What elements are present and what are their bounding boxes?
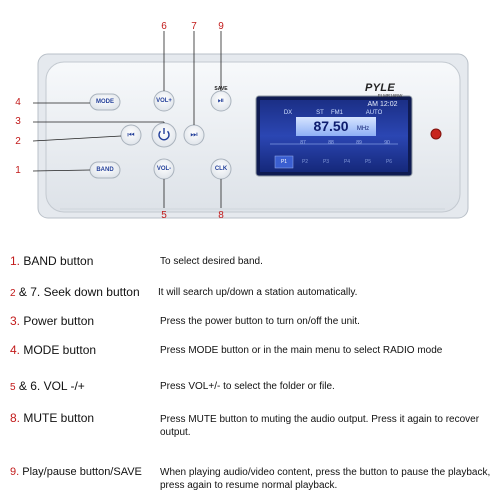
power-button-shape bbox=[151, 122, 177, 148]
legend-item: 8. MUTE button Press MUTE button to muti… bbox=[0, 411, 500, 441]
device-drawing bbox=[32, 31, 469, 219]
seek-down-button-shape bbox=[120, 124, 142, 146]
legend-label: 1. BAND button bbox=[10, 254, 94, 268]
callout-8: 8 bbox=[218, 210, 224, 221]
play-pause-icon[interactable]: ⏯ bbox=[217, 96, 225, 105]
callout-3: 3 bbox=[15, 116, 21, 127]
legend-description: Press the power button to turn on/off th… bbox=[160, 316, 360, 327]
scale-tick: 90 bbox=[384, 140, 390, 146]
preset-p1: P1 bbox=[280, 159, 288, 165]
legend-label: 5 & 6. VOL -/+ bbox=[10, 379, 85, 393]
display-time: AM 12:02 bbox=[367, 101, 398, 108]
ir-indicator bbox=[430, 128, 442, 140]
legend-item: 1. BAND button To select desired band. bbox=[0, 254, 500, 284]
preset-p5: P5 bbox=[364, 159, 372, 165]
legend-item: 3. Power button Press the power button t… bbox=[0, 314, 500, 344]
legend-number: 1. bbox=[10, 254, 21, 268]
preset-p2: P2 bbox=[301, 159, 309, 165]
save-label: SAVE bbox=[214, 86, 228, 92]
legend-description: To select desired band. bbox=[160, 256, 263, 267]
legend-item: 2 & 7. Seek down button It will search u… bbox=[0, 285, 500, 315]
callout-6: 6 bbox=[161, 21, 167, 32]
callout-7: 7 bbox=[191, 21, 197, 32]
legend-label: 2 & 7. Seek down button bbox=[10, 285, 140, 299]
display-auto: AUTO bbox=[365, 110, 383, 116]
callout-5: 5 bbox=[161, 210, 167, 221]
vol-up-button[interactable]: VOL+ bbox=[156, 98, 172, 104]
scale-tick: 89 bbox=[356, 140, 362, 146]
legend-description: Press VOL+/- to select the folder or fil… bbox=[160, 381, 335, 392]
mode-button-shape bbox=[89, 93, 121, 111]
callout-9: 9 bbox=[218, 21, 224, 32]
mode-button[interactable]: MODE bbox=[96, 99, 114, 105]
scale-tick: 87 bbox=[300, 140, 306, 146]
display-frequency-panel bbox=[296, 117, 376, 136]
legend-description: When playing audio/video content, press … bbox=[160, 467, 491, 491]
legend-number: 4. bbox=[10, 343, 21, 357]
display-dx: DX bbox=[283, 110, 293, 116]
legend-number: 9. bbox=[10, 466, 20, 478]
power-icon bbox=[158, 128, 170, 141]
display-band: FM1 bbox=[331, 110, 343, 116]
legend-description: Press MODE button or in the main menu to… bbox=[160, 345, 443, 356]
display-st: ST bbox=[316, 110, 324, 116]
legend-number: 2 bbox=[10, 288, 16, 299]
legend-description: Press MUTE button to muting the audio ou… bbox=[160, 414, 480, 438]
seek-down-icon[interactable]: ⏮ bbox=[127, 130, 135, 139]
legend-item: 9. Play/pause button/SAVE When playing a… bbox=[0, 466, 500, 496]
callout-1: 1 bbox=[15, 165, 21, 176]
legend-label: 9. Play/pause button/SAVE bbox=[10, 466, 142, 478]
callout-4: 4 bbox=[15, 97, 21, 108]
legend-label: 3. Power button bbox=[10, 314, 95, 328]
preset-p6: P6 bbox=[385, 159, 393, 165]
seek-up-icon[interactable]: ⏭ bbox=[190, 130, 198, 139]
legend-number: 3. bbox=[10, 314, 21, 328]
band-button[interactable]: BAND bbox=[96, 167, 114, 173]
callout-lines bbox=[32, 31, 222, 208]
clk-button[interactable]: CLK bbox=[214, 166, 228, 172]
legend-number: 8. bbox=[10, 411, 21, 425]
device-diagram: 4 3 2 1 6 7 9 5 8 MODE BAND VOL+ VOL- CL… bbox=[0, 0, 500, 240]
legend-item: 5 & 6. VOL -/+ Press VOL+/- to select th… bbox=[0, 379, 500, 409]
vol-down-button[interactable]: VOL- bbox=[156, 166, 172, 172]
preset-p3: P3 bbox=[322, 159, 330, 165]
legend-description: It will search up/down a station automat… bbox=[158, 287, 358, 298]
model-number: PLMR16BW bbox=[377, 93, 403, 98]
scale-tick: 88 bbox=[328, 140, 334, 146]
legend-item: 4. MODE button Press MODE button or in t… bbox=[0, 343, 500, 373]
brand-logo: PYLE bbox=[365, 82, 395, 94]
legend-label: 8. MUTE button bbox=[10, 411, 95, 425]
preset-p4: P4 bbox=[343, 159, 351, 165]
callout-2: 2 bbox=[15, 136, 21, 147]
legend-label: 4. MODE button bbox=[10, 343, 97, 357]
display-frequency: 87.50 bbox=[313, 118, 349, 134]
display-unit: MHz bbox=[356, 126, 370, 132]
legend-number: 5 bbox=[10, 382, 16, 393]
preset-p1-highlight bbox=[274, 155, 294, 169]
